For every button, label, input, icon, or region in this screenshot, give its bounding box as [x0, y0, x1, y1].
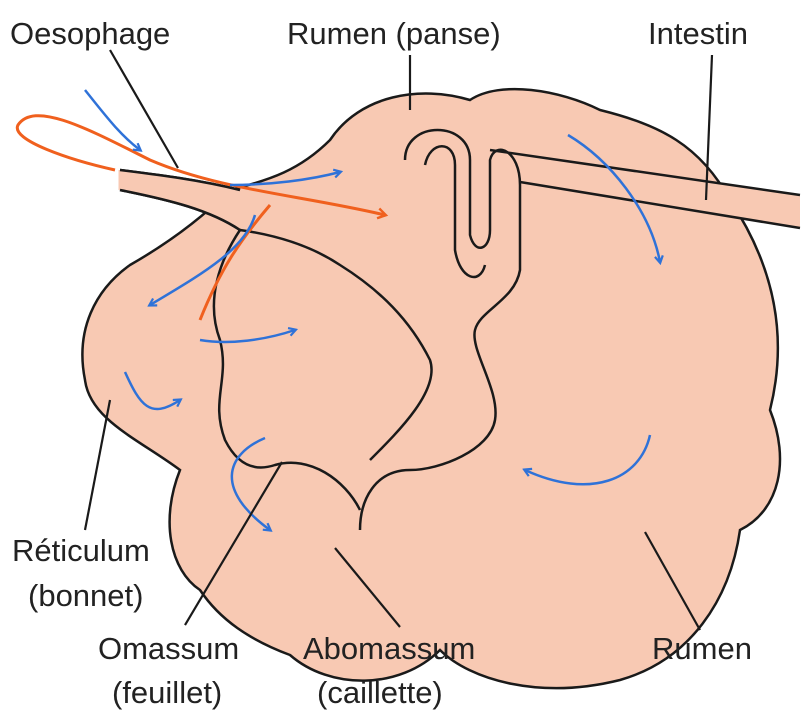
label-omassum-line2: (feuillet): [112, 675, 222, 710]
label-intestin: Intestin: [648, 16, 748, 51]
label-omassum-line1: Omassum: [98, 631, 239, 666]
label-reticulum-line1: Réticulum: [12, 533, 150, 568]
label-abomassum-line2: (caillette): [317, 675, 443, 710]
label-reticulum-line2: (bonnet): [28, 578, 143, 613]
leader-reticulum: [85, 400, 110, 530]
label-abomassum-line1: Abomassum: [303, 631, 475, 666]
label-rumen: Rumen: [652, 631, 752, 666]
label-oesophage: Oesophage: [10, 16, 170, 51]
label-rumen-panse: Rumen (panse): [287, 16, 501, 51]
leader-oesophage: [110, 50, 178, 168]
